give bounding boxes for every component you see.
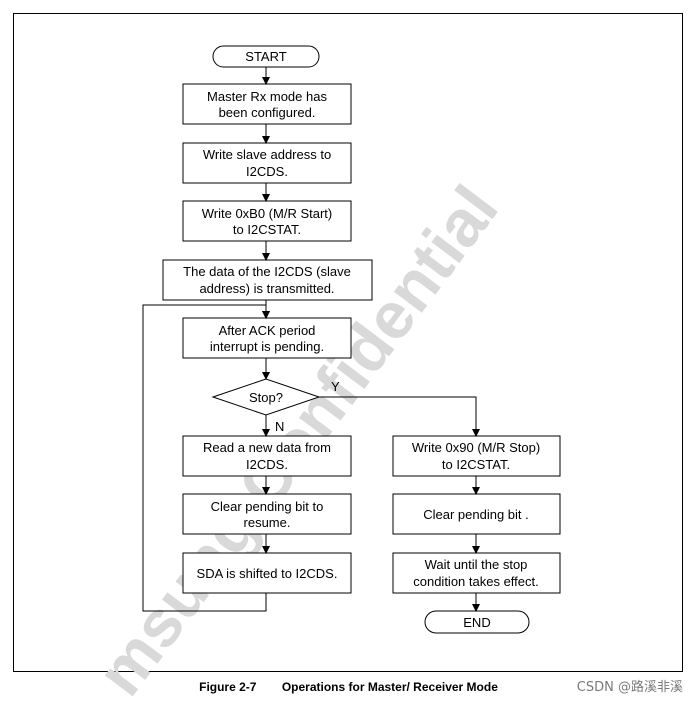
figure-title: Operations for Master/ Receiver Mode — [281, 680, 498, 694]
ack-line-1: After ACK period — [219, 323, 316, 338]
clear-resume-box: Clear pending bit to resume. — [182, 493, 352, 535]
read-line-1: Read a new data from — [203, 440, 331, 455]
ack-box: After ACK period interrupt is pending. — [182, 317, 352, 359]
write-address-box: Write slave address to I2CDS. — [182, 142, 352, 184]
wait-box: Wait until the stop condition takes effe… — [392, 552, 561, 594]
configured-box: Master Rx mode has been configured. — [182, 83, 352, 125]
wait-line-2: condition takes effect. — [413, 574, 539, 589]
configured-line-2: been configured. — [219, 105, 316, 120]
end-terminal: END — [424, 610, 530, 634]
clear-resume-line-2: resume. — [244, 515, 291, 530]
read-line-2: I2CDS. — [246, 457, 288, 472]
yes-label: Y — [331, 379, 340, 394]
write-address-line-2: I2CDS. — [246, 164, 288, 179]
stop-decision: Stop? — [211, 378, 321, 416]
end-label: END — [463, 615, 490, 630]
figure-caption: Figure 2-7 Operations for Master/ Receiv… — [0, 680, 697, 694]
shifted-line-1: SDA is shifted to I2CDS. — [197, 566, 338, 581]
write-90-line-2: to I2CSTAT. — [442, 457, 510, 472]
write-b0-line-1: Write 0xB0 (M/R Start) — [202, 206, 333, 221]
configured-line-1: Master Rx mode has — [207, 89, 327, 104]
transmitted-line-2: address) is transmitted. — [199, 281, 334, 296]
write-90-line-1: Write 0x90 (M/R Stop) — [412, 440, 540, 455]
arrow-stop-yes — [319, 396, 480, 437]
figure-frame — [13, 13, 683, 672]
clear-box: Clear pending bit . — [392, 493, 561, 535]
csdn-credit: CSDN @路溪非溪 — [576, 680, 683, 695]
transmitted-line-1: The data of the I2CDS (slave — [183, 264, 351, 279]
transmitted-box: The data of the I2CDS (slave address) is… — [162, 259, 373, 301]
clear-resume-line-1: Clear pending bit to — [211, 499, 324, 514]
write-address-line-1: Write slave address to — [203, 147, 331, 162]
arrow-loop-back — [142, 304, 270, 612]
start-terminal: START — [212, 45, 320, 68]
ack-line-2: interrupt is pending. — [210, 339, 324, 354]
start-label: START — [245, 49, 286, 64]
write-b0-box: Write 0xB0 (M/R Start) to I2CSTAT. — [182, 200, 352, 242]
stop-label: Stop? — [249, 390, 283, 405]
shifted-box: SDA is shifted to I2CDS. — [182, 552, 352, 594]
write-b0-line-2: to I2CSTAT. — [233, 222, 301, 237]
clear-line-1: Clear pending bit . — [423, 507, 529, 522]
no-label: N — [275, 419, 284, 434]
read-box: Read a new data from I2CDS. — [182, 435, 352, 477]
wait-line-1: Wait until the stop — [425, 557, 528, 572]
figure-number: Figure 2-7 — [199, 680, 257, 694]
write-90-box: Write 0x90 (M/R Stop) to I2CSTAT. — [392, 435, 561, 477]
